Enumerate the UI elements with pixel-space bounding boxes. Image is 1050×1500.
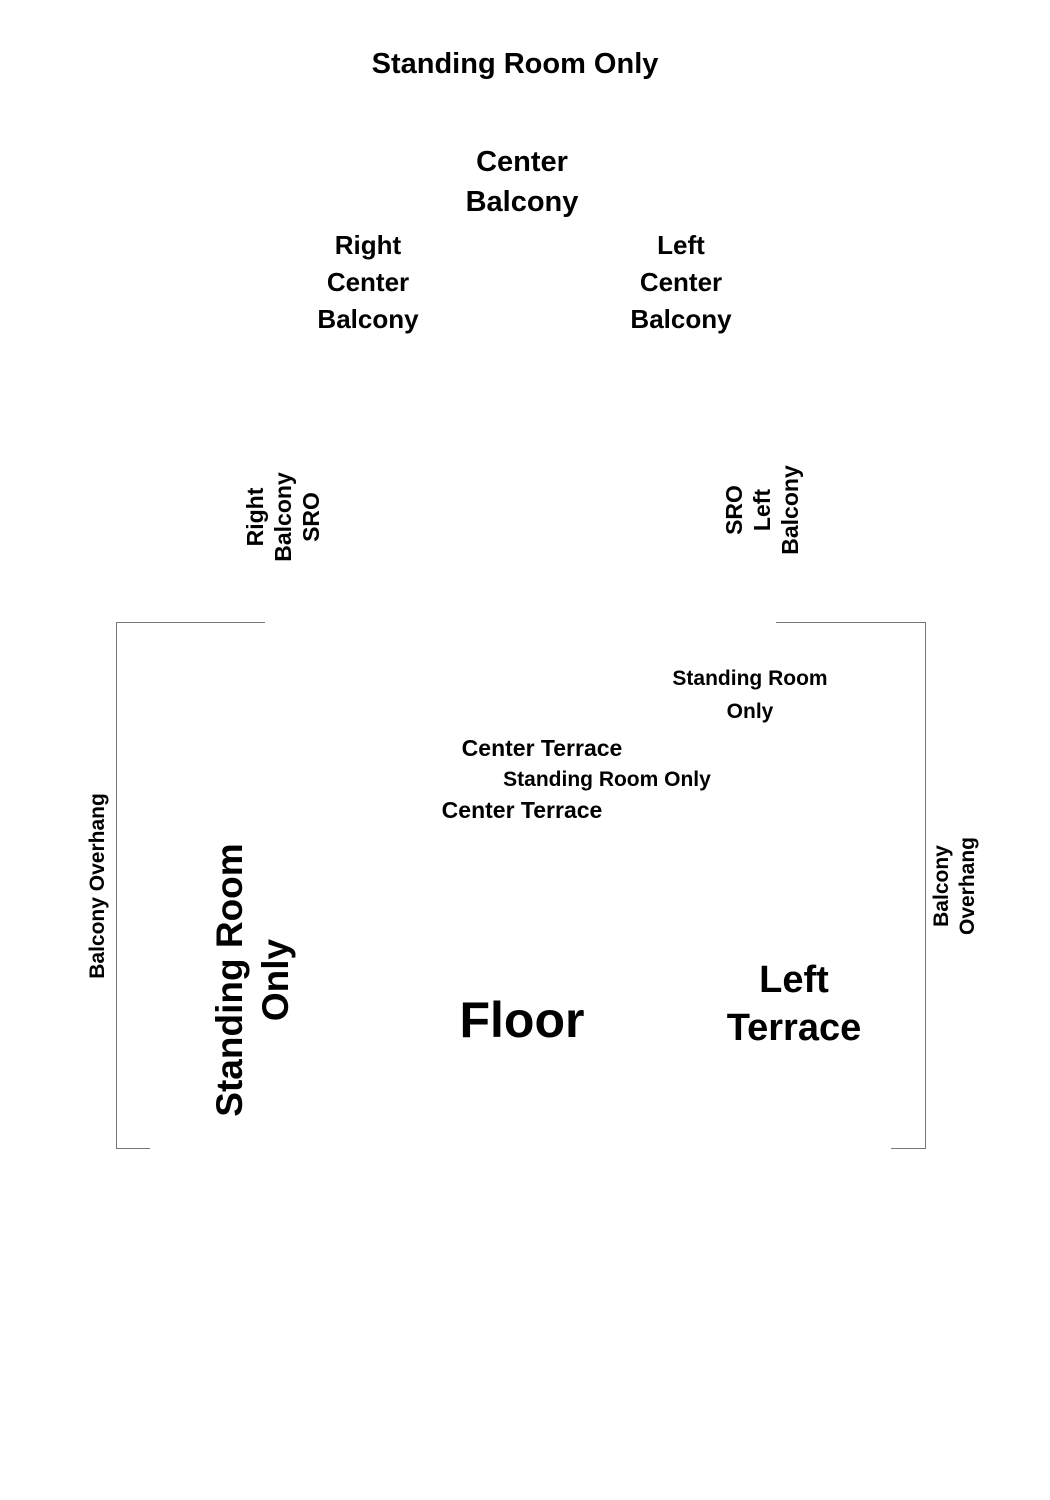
section-balcony-overhang-left[interactable]: Balcony Overhang: [86, 793, 109, 979]
section-left-center-balcony[interactable]: Left Center Balcony: [630, 230, 732, 334]
outline-right-bottom: [891, 1148, 926, 1149]
outline-left-side: [116, 622, 117, 1149]
section-floor[interactable]: Floor: [459, 992, 585, 1048]
section-left-terrace[interactable]: Left Terrace: [726, 959, 862, 1049]
section-left-balcony-sro[interactable]: SRO Left Balcony: [721, 465, 803, 555]
section-balcony-overhang-right[interactable]: Balcony Overhang: [930, 836, 979, 936]
section-standing-room-right[interactable]: Standing Room Only: [672, 667, 828, 723]
section-right-balcony-sro[interactable]: Right Balcony SRO: [242, 472, 324, 562]
outline-left-bottom: [116, 1148, 150, 1149]
section-right-center-balcony[interactable]: Right Center Balcony: [317, 230, 419, 334]
section-center-sro[interactable]: Standing Room Only: [503, 768, 711, 791]
outline-right-side: [925, 622, 926, 1149]
outline-left-top: [116, 622, 265, 623]
section-center-terrace-lower[interactable]: Center Terrace: [441, 797, 603, 823]
section-standing-room-left-big[interactable]: Standing Room Only: [209, 843, 296, 1117]
section-center-terrace-upper[interactable]: Center Terrace: [461, 735, 623, 761]
section-center-balcony[interactable]: Center Balcony: [465, 146, 579, 218]
outline-right-top: [776, 622, 926, 623]
section-standing-room-top[interactable]: Standing Room Only: [371, 48, 659, 80]
